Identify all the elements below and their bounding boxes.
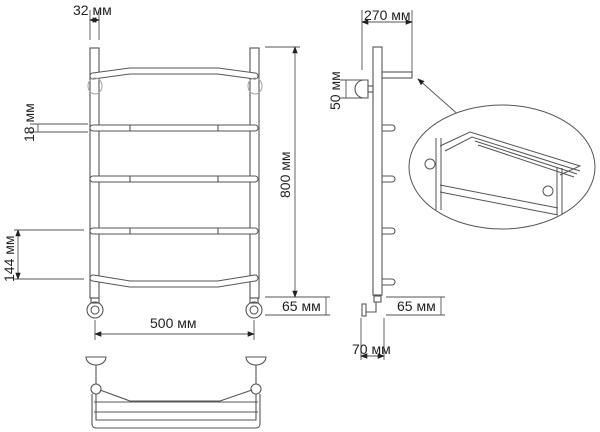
connector-offset-label: 70 мм bbox=[352, 341, 391, 357]
front-dimensions bbox=[14, 10, 330, 340]
pipe-width-label: 32 мм bbox=[73, 2, 112, 18]
detail-callout bbox=[408, 104, 596, 230]
width-label: 500 мм bbox=[150, 315, 197, 331]
rung-spacing-label: 144 мм bbox=[1, 235, 17, 283]
bottom-front-label: 65 мм bbox=[282, 298, 321, 314]
height-label: 800 мм bbox=[277, 151, 293, 199]
side-view bbox=[354, 46, 413, 317]
front-view bbox=[86, 47, 263, 319]
mount-height-label: 50 мм bbox=[327, 71, 343, 110]
bottom-side-label: 65 мм bbox=[397, 298, 436, 314]
rung-gap-label: 18 мм bbox=[21, 103, 37, 142]
depth-label: 270 мм bbox=[364, 7, 411, 23]
bottom-view bbox=[85, 356, 267, 429]
